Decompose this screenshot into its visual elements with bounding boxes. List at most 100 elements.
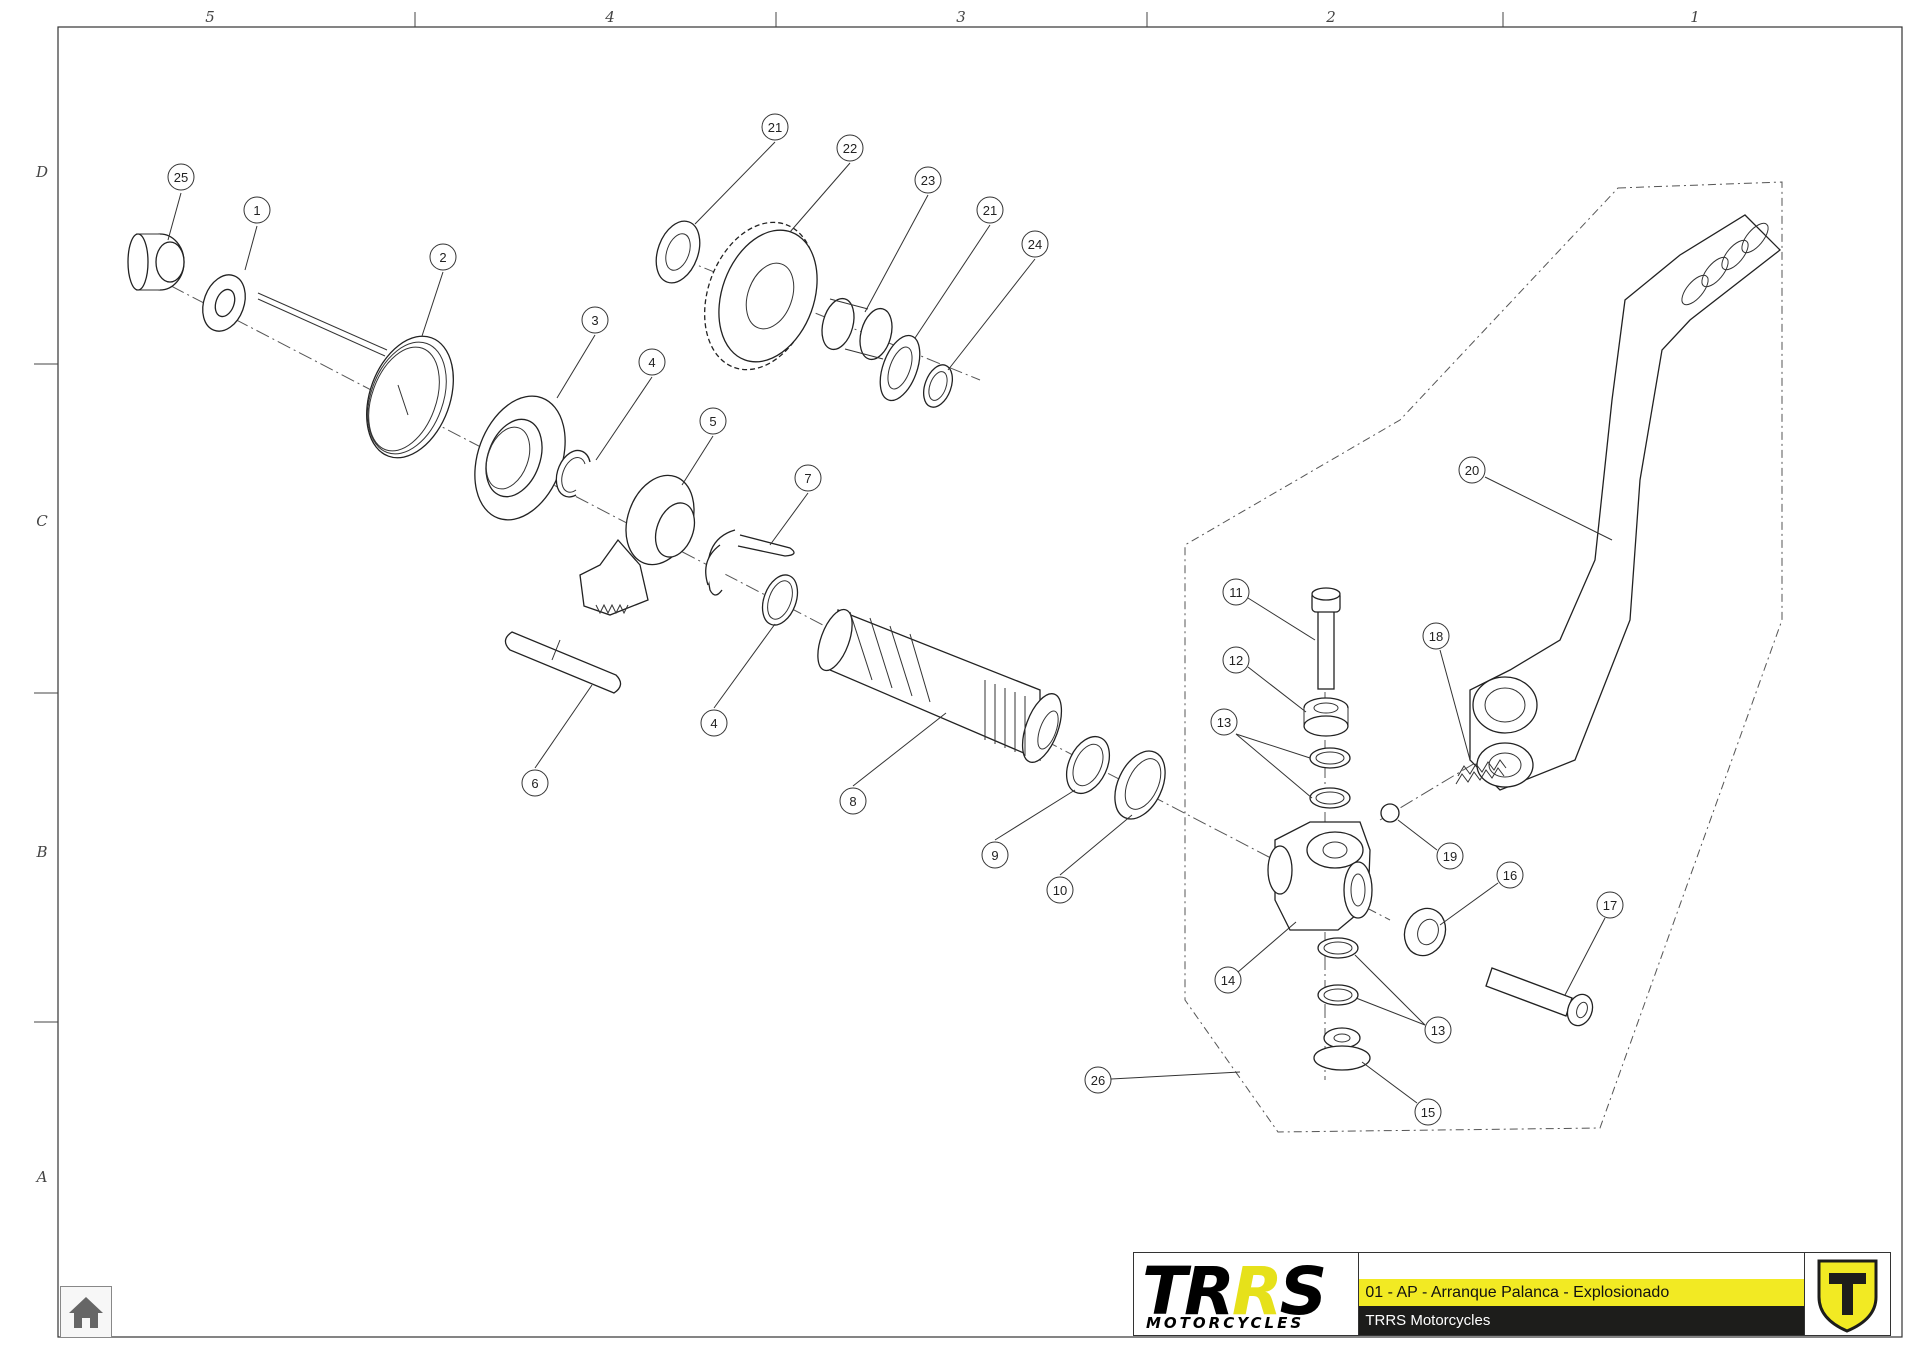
part-21-washer-right (879, 334, 921, 402)
part-11-bolt (1311, 587, 1341, 690)
svg-text:16: 16 (1503, 868, 1517, 883)
callout-13-upper: 13 (1210, 708, 1238, 736)
lever-assembly-outline (1184, 181, 1783, 1133)
callout-25: 25 (167, 163, 195, 191)
svg-text:5: 5 (709, 414, 716, 429)
svg-text:24: 24 (1028, 237, 1042, 252)
home-button[interactable] (60, 1286, 112, 1338)
callout-4-lower: 4 (700, 709, 728, 737)
zone-row-B: B (36, 843, 48, 861)
svg-text:7: 7 (804, 471, 811, 486)
callout-17: 17 (1596, 891, 1624, 919)
zone-row-D: D (35, 163, 49, 181)
callout-8: 8 (839, 787, 867, 815)
callout-11: 11 (1222, 578, 1250, 606)
part-13-o-rings-upper (1309, 747, 1351, 809)
callout-15: 15 (1414, 1098, 1442, 1126)
callout-14: 14 (1214, 966, 1242, 994)
svg-text:12: 12 (1229, 653, 1243, 668)
callout-23: 23 (914, 166, 942, 194)
svg-text:21: 21 (768, 120, 782, 135)
svg-text:6: 6 (531, 776, 538, 791)
part-20-kick-lever (1469, 214, 1781, 791)
title-block: TRRS MOTORCYCLES 01 - AP - Arranque Pala… (1133, 1252, 1891, 1336)
zone-column-3: 3 (956, 8, 966, 26)
svg-text:23: 23 (921, 173, 935, 188)
trrs-shield-logo-icon (1817, 1259, 1878, 1333)
zone-column-5: 5 (205, 8, 215, 26)
callout-9: 9 (981, 841, 1009, 869)
svg-text:18: 18 (1429, 629, 1443, 644)
svg-text:11: 11 (1229, 585, 1243, 600)
callout-12: 12 (1222, 646, 1250, 674)
trrs-logo: TRRS MOTORCYCLES (1134, 1253, 1360, 1335)
part-14-pivot-block (1267, 821, 1373, 931)
company-name: TRRS Motorcycles (1359, 1306, 1806, 1335)
callout-16: 16 (1496, 861, 1524, 889)
part-21-washer-left (655, 220, 701, 284)
part-23-bushing (821, 297, 893, 361)
svg-text:14: 14 (1221, 973, 1235, 988)
svg-text:13: 13 (1217, 715, 1231, 730)
svg-text:1: 1 (253, 203, 260, 218)
callout-1: 1 (243, 196, 271, 224)
drawing-frame (57, 26, 1903, 1338)
document-title: 01 - AP - Arranque Palanca - Explosionad… (1359, 1279, 1806, 1306)
callout-26: 26 (1084, 1066, 1112, 1094)
svg-text:17: 17 (1603, 898, 1617, 913)
callout-7: 7 (794, 464, 822, 492)
callout-22: 22 (836, 134, 864, 162)
svg-text:8: 8 (849, 794, 856, 809)
part-12-washer-bushing (1303, 697, 1349, 737)
callout-21-left: 21 (761, 113, 789, 141)
part-5-ratchet (579, 474, 696, 616)
svg-text:2: 2 (439, 250, 446, 265)
svg-text:22: 22 (843, 141, 857, 156)
part-1-washer (202, 274, 246, 332)
zone-row-C: C (36, 512, 48, 530)
callout-6: 6 (521, 769, 549, 797)
svg-text:25: 25 (174, 170, 188, 185)
logo-subtitle: MOTORCYCLES (1146, 1314, 1305, 1332)
part-18-detent-spring (1455, 759, 1507, 785)
svg-text:19: 19 (1443, 849, 1457, 864)
part-6-pin (504, 631, 622, 694)
svg-text:13: 13 (1431, 1023, 1445, 1038)
part-2-return-spring (257, 292, 454, 459)
callouts: 25 1 2 3 4 5 21 22 23 21 24 7 4 (167, 113, 1624, 1126)
callout-4-upper: 4 (638, 348, 666, 376)
part-4-circlip-lower (761, 574, 799, 626)
callout-10: 10 (1046, 876, 1074, 904)
part-10-oil-seal (1114, 750, 1166, 820)
callout-3: 3 (581, 306, 609, 334)
part-15-end-cap (1313, 1027, 1371, 1071)
zone-row-A: A (36, 1168, 48, 1186)
part-7-clip (705, 529, 795, 596)
part-24-circlip (923, 364, 953, 408)
zone-column-4: 4 (605, 8, 615, 26)
part-16-bushing (1403, 907, 1447, 957)
zone-column-2: 2 (1326, 8, 1336, 26)
zone-column-1: 1 (1690, 8, 1700, 26)
part-8-kickstart-shaft (817, 608, 1063, 763)
svg-text:9: 9 (991, 848, 998, 863)
part-17-bolt (1485, 967, 1594, 1027)
svg-text:20: 20 (1465, 463, 1479, 478)
part-3-spring-guide (474, 395, 566, 521)
callout-5: 5 (699, 407, 727, 435)
part-19-detent-ball (1380, 803, 1400, 823)
title-info: 01 - AP - Arranque Palanca - Explosionad… (1359, 1253, 1806, 1335)
part-13-o-rings-lower (1317, 937, 1359, 1006)
svg-text:4: 4 (710, 716, 717, 731)
badge-cell (1804, 1253, 1890, 1335)
part-9-washer (1065, 735, 1111, 795)
callout-19: 19 (1436, 842, 1464, 870)
logo-wordmark: TRRS (1142, 1253, 1327, 1330)
callout-20: 20 (1458, 456, 1486, 484)
part-4-circlip-upper (555, 449, 591, 498)
svg-text:4: 4 (648, 355, 655, 370)
callout-13-lower: 13 (1424, 1016, 1452, 1044)
svg-text:21: 21 (983, 203, 997, 218)
zone-ticks (34, 12, 1504, 1023)
